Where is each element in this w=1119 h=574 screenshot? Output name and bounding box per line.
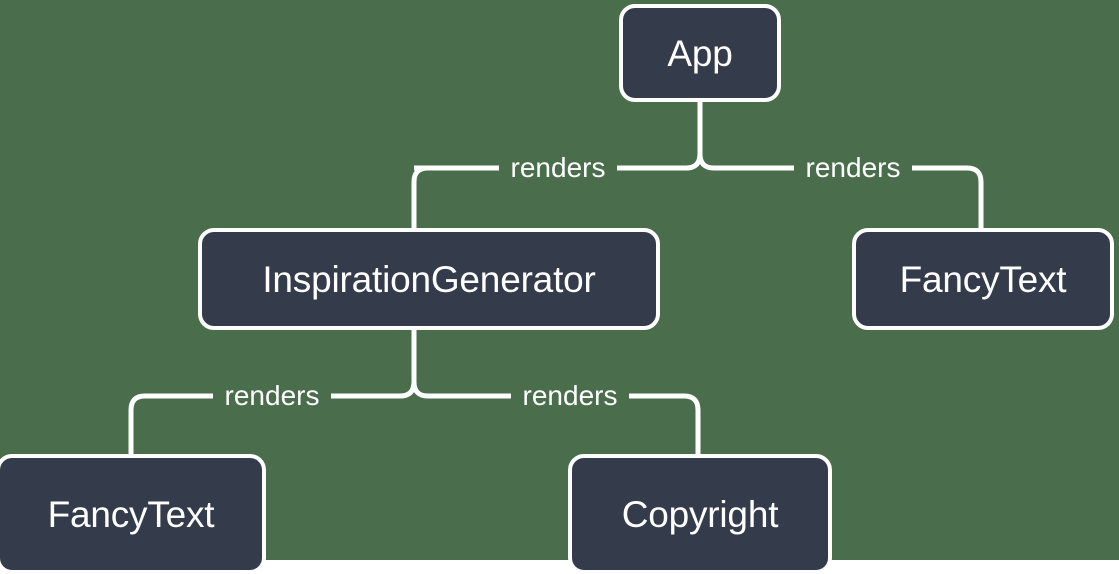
node-fancytext-right[interactable]: FancyText [852, 228, 1114, 330]
edge-label-mask [510, 376, 630, 416]
edge-app-to-inspiration [411, 153, 703, 228]
node-fancytext-right-label: FancyText [899, 258, 1067, 300]
node-app-label: App [667, 32, 733, 74]
edge-label-inspiration-to-copyright: renders [522, 380, 618, 411]
edge-label-mask [498, 148, 618, 188]
edge-label-app-to-fancytext-right: renders [805, 152, 901, 183]
edge-label-app-to-inspiration: renders [510, 152, 606, 183]
node-inspiration-generator-label: InspirationGenerator [262, 258, 596, 300]
node-fancytext-left[interactable]: FancyText [0, 454, 266, 574]
edge-label-inspiration-to-fancytext-left: renders [224, 380, 320, 411]
edge-label-mask [793, 148, 913, 188]
node-app[interactable]: App [619, 4, 781, 102]
node-fancytext-left-label: FancyText [47, 493, 215, 535]
edge-inspiration-to-copyright [411, 381, 701, 454]
edge-label-mask [212, 376, 332, 416]
edge-inspiration-to-fancytext-left [128, 381, 417, 454]
node-copyright-label: Copyright [621, 493, 779, 535]
node-inspiration-generator[interactable]: InspirationGenerator [198, 228, 660, 330]
node-copyright[interactable]: Copyright [568, 454, 832, 574]
edge-app-to-fancytext-right [697, 153, 984, 228]
